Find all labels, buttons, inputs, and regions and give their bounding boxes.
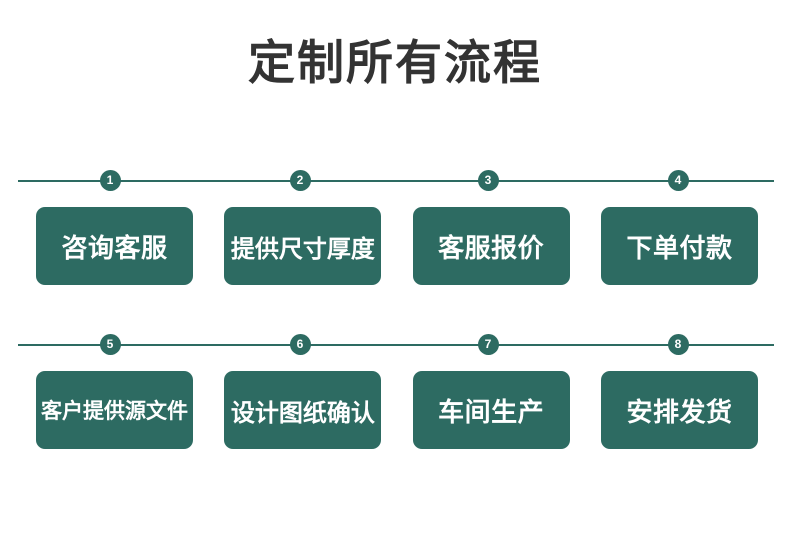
step-label-5: 客户提供源文件 [41,400,188,423]
step-marker-5[interactable]: 5 [99,334,121,355]
page-title: 定制所有流程 [248,36,542,89]
step-boxes-row-2: 客户提供源文件 设计图纸确认 车间生产 安排发货 [36,371,758,449]
connector-line-row-2 [18,344,774,346]
step-label-4: 下单付款 [626,232,733,263]
step-box-7[interactable]: 车间生产 [412,371,570,449]
step-markers-row-2: 5 6 7 8 [0,334,790,358]
step-marker-4[interactable]: 4 [667,170,689,191]
step-box-3[interactable]: 客服报价 [412,207,570,285]
step-marker-6[interactable]: 6 [289,334,311,355]
step-label-6: 设计图纸确认 [230,399,375,427]
step-box-1[interactable]: 咨询客服 [36,207,193,285]
step-box-8[interactable]: 安排发货 [600,371,758,449]
step-label-7: 车间生产 [438,396,545,427]
step-label-3: 客服报价 [438,232,545,263]
step-marker-2[interactable]: 2 [289,170,311,191]
step-marker-1[interactable]: 1 [99,170,121,191]
step-box-2[interactable]: 提供尺寸厚度 [224,207,382,285]
step-marker-3[interactable]: 3 [477,170,499,191]
step-marker-7[interactable]: 7 [477,334,499,355]
step-box-6[interactable]: 设计图纸确认 [224,371,382,449]
connector-line-row-1 [18,180,774,182]
step-label-8: 安排发货 [626,396,733,427]
step-box-5[interactable]: 客户提供源文件 [36,371,193,449]
step-label-2: 提供尺寸厚度 [230,235,375,263]
step-box-4[interactable]: 下单付款 [600,207,758,285]
step-marker-8[interactable]: 8 [667,334,689,355]
step-boxes-row-1: 咨询客服 提供尺寸厚度 客服报价 下单付款 [36,207,758,285]
step-markers-row-1: 1 2 3 4 [0,170,790,194]
step-label-1: 咨询客服 [61,232,168,263]
